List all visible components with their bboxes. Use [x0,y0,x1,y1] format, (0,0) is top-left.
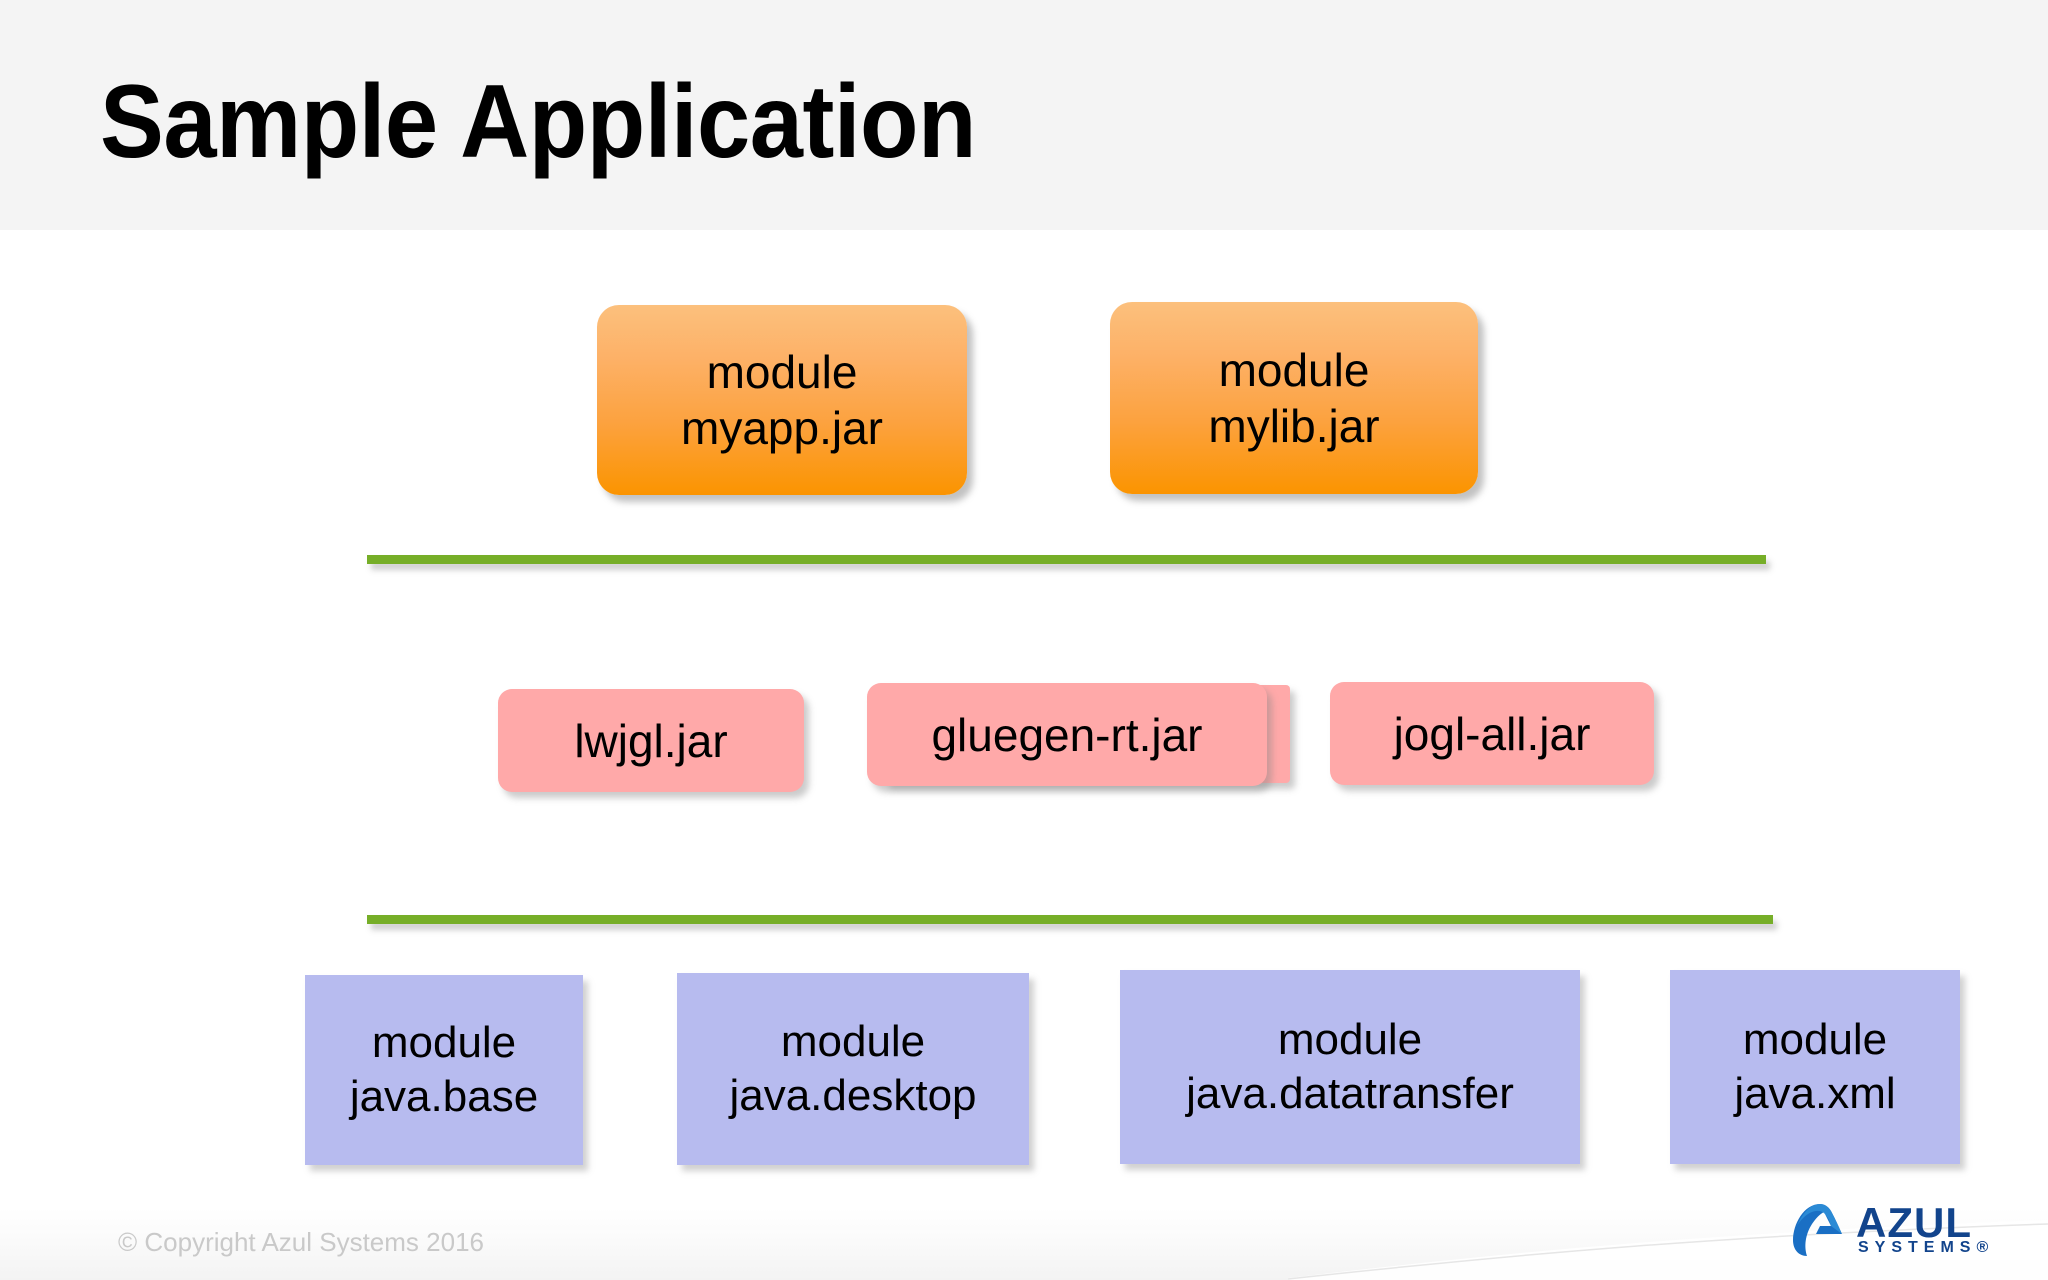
module-box-java-base-line2: java.base [349,1072,539,1121]
module-box-java-xml-line2: java.xml [1734,1069,1896,1118]
jar-box-gluegen-rt[interactable]: gluegen-rt.jar [867,683,1267,786]
module-box-java-xml-line1: module [1742,1015,1888,1065]
azul-a-mark-icon [1793,1204,1842,1256]
upper-green-rule [367,555,1766,564]
module-box-java-base[interactable]: module java.base [305,975,583,1165]
module-box-java-datatransfer[interactable]: module java.datatransfer [1120,970,1580,1164]
jar-box-gluegen-rt-label: gluegen-rt.jar [931,708,1203,761]
azul-tagline: SYSTEMS® [1858,1239,1995,1256]
module-box-java-xml[interactable]: module java.xml [1670,970,1960,1164]
lower-green-rule [367,915,1773,924]
azul-logo: AZUL SYSTEMS® [1790,1200,2006,1262]
jar-box-lwjgl-label: lwjgl.jar [574,714,728,767]
module-box-myapp[interactable]: module myapp.jar [597,305,967,495]
module-box-mylib-line1: module [1218,343,1370,396]
module-box-myapp-line1: module [706,345,858,398]
jar-box-jogl-all-label: jogl-all.jar [1393,707,1591,760]
module-box-java-desktop-line1: module [780,1017,926,1067]
diagram-canvas: module myapp.jar module mylib.jar lwjgl.… [0,230,2048,1280]
module-box-java-datatransfer-line2: java.datatransfer [1186,1069,1514,1118]
slide-header-band [0,0,2048,230]
module-box-java-desktop[interactable]: module java.desktop [677,973,1029,1165]
jar-box-lwjgl[interactable]: lwjgl.jar [498,689,804,792]
module-box-mylib-line2: mylib.jar [1208,400,1380,452]
azul-wordmark: AZUL [1856,1199,1972,1246]
module-box-mylib[interactable]: module mylib.jar [1110,302,1478,494]
module-box-java-datatransfer-line1: module [1277,1015,1423,1065]
module-box-java-base-line1: module [371,1018,517,1068]
module-box-myapp-line2: myapp.jar [681,402,883,454]
module-box-java-desktop-line2: java.desktop [729,1071,977,1120]
copyright-text: © Copyright Azul Systems 2016 [118,1227,484,1257]
jar-box-jogl-all[interactable]: jogl-all.jar [1330,682,1654,785]
page-title: Sample Application [100,64,977,180]
